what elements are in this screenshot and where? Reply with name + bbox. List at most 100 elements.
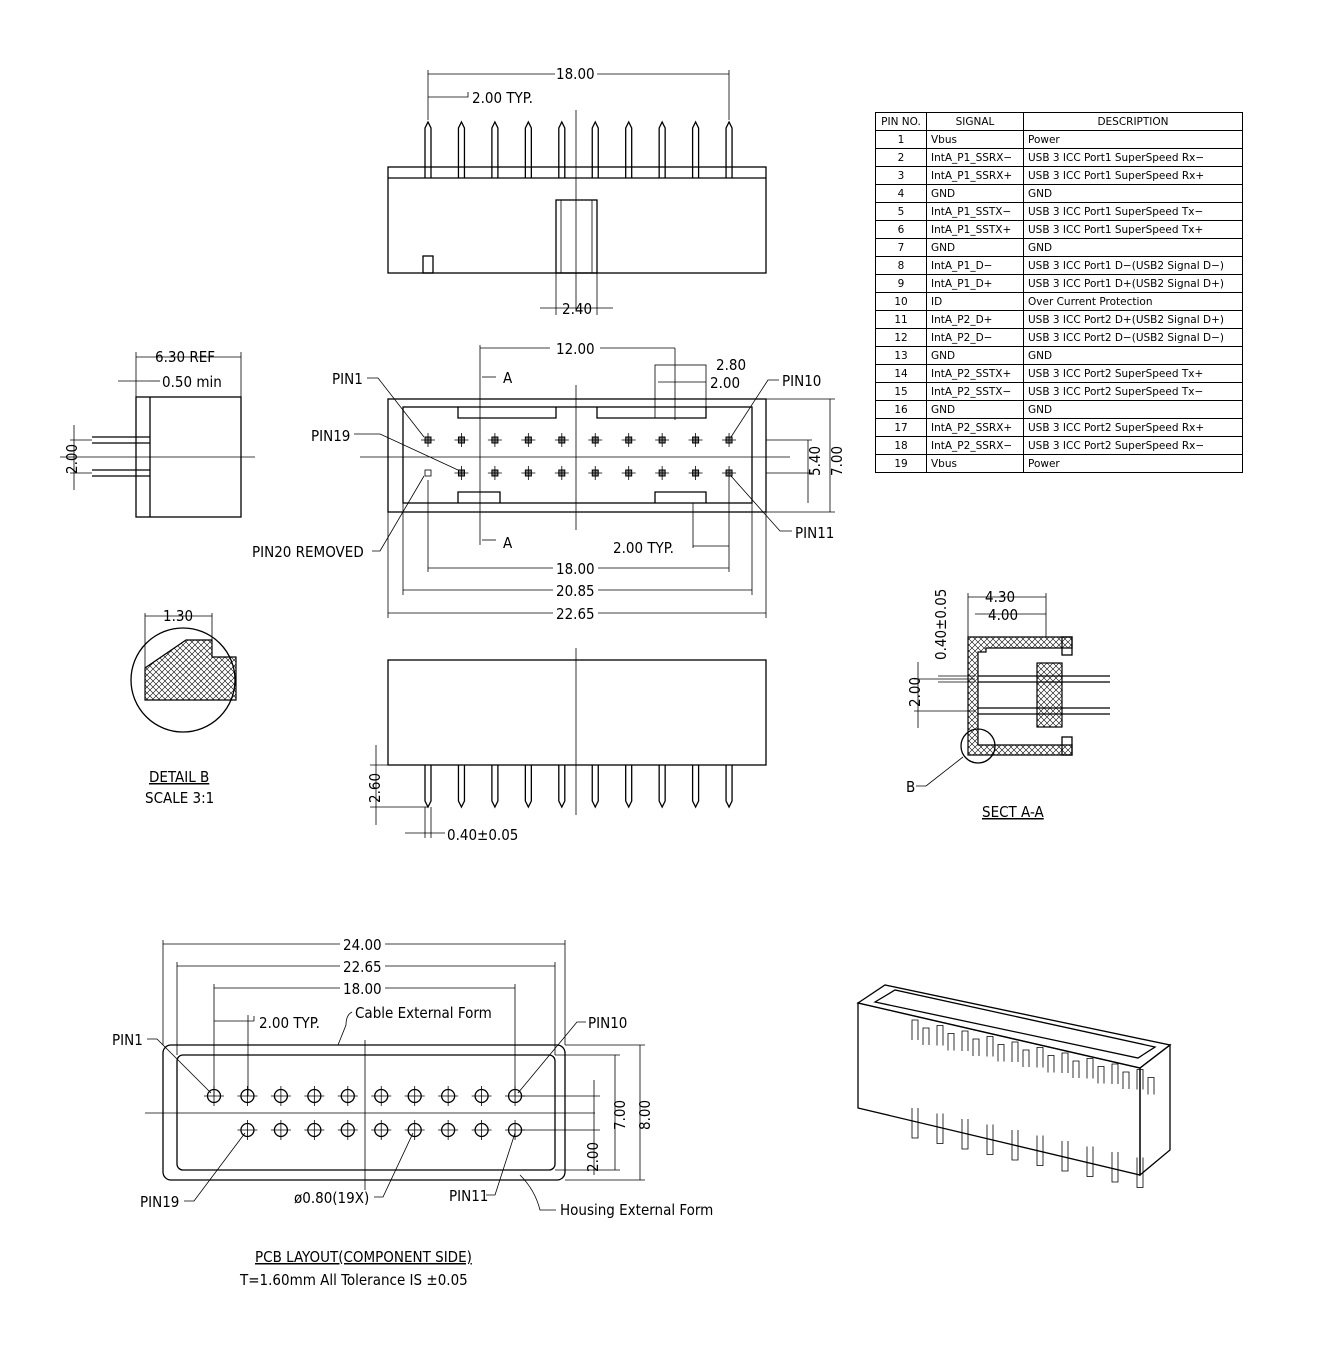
pcb-pin10-label: PIN10 bbox=[588, 1014, 627, 1032]
section-title: SECT A-A bbox=[982, 803, 1044, 821]
pin20-removed-label: PIN20 REMOVED bbox=[252, 543, 364, 561]
pin bbox=[424, 765, 432, 809]
dim-section-row: 2.00 bbox=[906, 677, 924, 707]
pcb-layout: 24.00 22.65 18.00 2.00 TYP. Cable Extern… bbox=[112, 936, 713, 1289]
pin bbox=[491, 120, 499, 178]
pin-signal: Vbus bbox=[926, 454, 1024, 473]
hole-crosshair bbox=[237, 1120, 258, 1140]
dim-20-85: 20.85 bbox=[556, 582, 595, 600]
iso-pin-bottom bbox=[911, 1108, 919, 1139]
pcb-dim-8: 8.00 bbox=[636, 1100, 654, 1130]
detail-b-title: DETAIL B bbox=[149, 768, 209, 786]
pin-description: USB 3 ICC Port1 D+(USB2 Signal D+) bbox=[1023, 274, 1243, 293]
pin bbox=[658, 120, 666, 178]
detail-b-scale: SCALE 3:1 bbox=[145, 789, 214, 807]
iso-pin bbox=[911, 1019, 919, 1040]
pin19-label: PIN19 bbox=[311, 427, 350, 445]
pin-signal: IntA_P1_D+ bbox=[926, 274, 1024, 293]
hole-size-label: ø0.80(19X) bbox=[294, 1189, 369, 1207]
pin bbox=[524, 765, 532, 809]
dim-2-60: 2.60 bbox=[366, 773, 384, 803]
table-header-row: PIN NO. SIGNAL DESCRIPTION bbox=[875, 112, 1243, 131]
pin-number: 13 bbox=[875, 346, 927, 365]
header-description: DESCRIPTION bbox=[1023, 112, 1243, 131]
hole-crosshair bbox=[270, 1120, 291, 1140]
iso-pin-bottom bbox=[936, 1113, 944, 1144]
pin-crosshair bbox=[688, 433, 703, 447]
pin-description: Over Current Protection bbox=[1023, 292, 1243, 311]
plan-view: 12.00 2.80 2.00 A A PIN1 PIN10 PIN19 PIN… bbox=[252, 340, 846, 623]
iso-pin-bottom bbox=[1086, 1146, 1094, 1177]
hole-crosshair bbox=[237, 1086, 258, 1106]
pin bbox=[524, 120, 532, 178]
iso-pin bbox=[1136, 1069, 1144, 1090]
section-a-a: 4.30 4.00 0.40±0.05 2.00 B SECT A-A bbox=[906, 588, 1110, 821]
iso-pin-bottom bbox=[986, 1124, 994, 1155]
pin bbox=[691, 120, 700, 178]
hole-crosshair bbox=[371, 1086, 392, 1106]
pin10-label: PIN10 bbox=[782, 372, 821, 390]
pin-number: 15 bbox=[875, 382, 927, 401]
pin-description: GND bbox=[1023, 184, 1243, 203]
dim-2-00: 2.00 bbox=[710, 374, 740, 392]
iso-pin bbox=[961, 1030, 969, 1051]
pin-signal: IntA_P1_SSTX− bbox=[926, 202, 1024, 221]
iso-pin-bottom bbox=[1036, 1135, 1044, 1166]
removed-pin-position bbox=[424, 469, 432, 477]
dim-ref: 6.30 REF bbox=[155, 348, 215, 366]
pin-crosshair bbox=[688, 466, 703, 480]
pin-number: 9 bbox=[875, 274, 927, 293]
dim-18-plan: 18.00 bbox=[556, 560, 595, 578]
iso-pin-bottom bbox=[1061, 1141, 1069, 1172]
section-a-bottom: A bbox=[503, 534, 513, 552]
dim-7-00: 7.00 bbox=[828, 446, 846, 476]
hole-crosshair bbox=[270, 1086, 291, 1106]
pin-signal: IntA_P1_SSRX− bbox=[926, 148, 1024, 167]
hole-crosshair bbox=[438, 1120, 459, 1140]
iso-pin bbox=[1097, 1066, 1105, 1084]
hole-crosshair bbox=[371, 1120, 392, 1140]
isometric-view bbox=[856, 984, 1172, 1188]
pin-description: USB 3 ICC Port2 SuperSpeed Tx− bbox=[1023, 382, 1243, 401]
pin-signal: GND bbox=[926, 238, 1024, 257]
pin-number: 4 bbox=[875, 184, 927, 203]
iso-pin-bottom bbox=[961, 1119, 969, 1150]
pin-signal: IntA_P1_D− bbox=[926, 256, 1024, 275]
iso-pin bbox=[1111, 1063, 1119, 1084]
hole-crosshair bbox=[404, 1086, 425, 1106]
pin-description: Power bbox=[1023, 454, 1243, 473]
dim-22-65: 22.65 bbox=[556, 605, 595, 623]
pin bbox=[691, 765, 700, 809]
pin-description: USB 3 ICC Port2 SuperSpeed Tx+ bbox=[1023, 364, 1243, 383]
pin-number: 18 bbox=[875, 436, 927, 455]
iso-pin-bottom bbox=[1011, 1130, 1019, 1161]
pin-signal: GND bbox=[926, 400, 1024, 419]
pin-signal: Vbus bbox=[926, 130, 1024, 149]
hole-crosshair bbox=[337, 1120, 358, 1140]
pin-description: USB 3 ICC Port1 SuperSpeed Rx+ bbox=[1023, 166, 1243, 185]
dim-slot: 2.40 bbox=[562, 300, 592, 318]
hole-crosshair bbox=[438, 1086, 459, 1106]
pin-crosshair bbox=[621, 466, 636, 480]
iso-pin bbox=[997, 1044, 1005, 1062]
hole-crosshair bbox=[471, 1120, 492, 1140]
section-a-top: A bbox=[503, 369, 513, 387]
pin-signal: IntA_P1_SSRX+ bbox=[926, 166, 1024, 185]
pin-number: 1 bbox=[875, 130, 927, 149]
pcb-dim-22-65: 22.65 bbox=[343, 958, 382, 976]
pin-signal: IntA_P2_SSRX− bbox=[926, 436, 1024, 455]
pin bbox=[591, 765, 599, 809]
pin-signal: IntA_P2_SSRX+ bbox=[926, 418, 1024, 437]
pin-crosshair bbox=[454, 433, 469, 447]
pin bbox=[591, 120, 599, 178]
pin-crosshair bbox=[521, 433, 536, 447]
